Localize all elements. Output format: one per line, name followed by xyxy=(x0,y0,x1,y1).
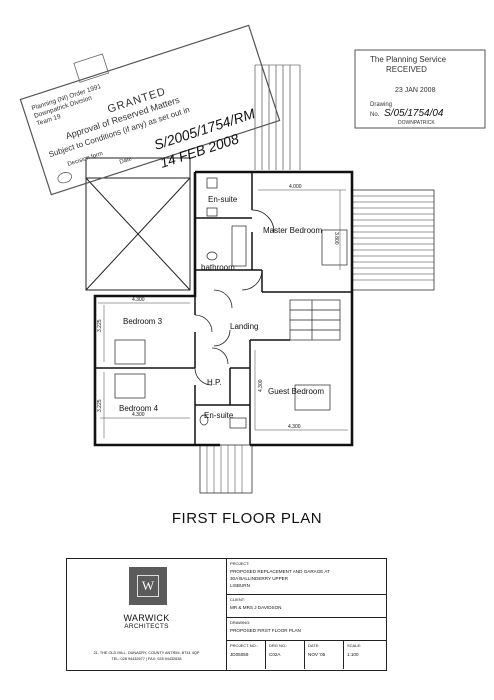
roof-plan xyxy=(85,157,191,291)
roof-ridge-lines xyxy=(254,64,301,170)
drawing-value: PROPOSED FIRST FLOOR PLAN xyxy=(230,628,301,633)
granted-decision-label: Decision form xyxy=(67,151,104,168)
dim-bed3-depth: 3.225 xyxy=(97,319,103,332)
received-date: 23 JAN 2008 xyxy=(395,87,436,94)
granted-date-label: Date xyxy=(119,156,134,166)
dim-bed4-depth: 3.225 xyxy=(97,399,103,412)
dim-master-depth: 3.800 xyxy=(333,232,339,245)
scale-label: SCALE: xyxy=(347,643,362,648)
room-bedroom3: Bedroom 3 xyxy=(123,317,163,326)
scale-value: 1:100 xyxy=(347,652,359,657)
firm-contact: TEL: 028 94432677 | FAX: 028 94432638 xyxy=(111,657,182,661)
room-master-bedroom: Master Bedroom xyxy=(263,226,322,235)
drg-no-cell: DRG NO.: C02A xyxy=(266,641,305,669)
internal-walls xyxy=(95,172,352,445)
title-block: W WARWICK ARCHITECTS 21, THE OLD MILL, D… xyxy=(66,558,387,671)
date-cell: DATE: NOV '05 xyxy=(305,641,344,669)
project-line1: PROPOSED REPLACEMENT AND GARAGE AT xyxy=(230,569,330,574)
granted-stamp: Planning (NI) Order 1991 Downpatrick Div… xyxy=(19,24,281,196)
room-hp: H.P. xyxy=(207,378,222,387)
canopy-bottom xyxy=(199,444,253,494)
received-line1: The Planning Service xyxy=(370,55,447,64)
dimension-lines xyxy=(98,189,348,438)
firm-subtitle: ARCHITECTS xyxy=(124,623,169,630)
project-no-value: JD05059 xyxy=(230,652,249,657)
stair xyxy=(289,299,341,341)
date-label: DATE: xyxy=(308,643,320,648)
room-ensuite-top: En-suite xyxy=(208,195,238,204)
beds xyxy=(114,229,348,411)
door-swings xyxy=(194,209,275,386)
roof-slope-right xyxy=(351,189,435,291)
dim-master-width: 4.000 xyxy=(289,184,302,190)
sanitary-fittings xyxy=(199,177,247,429)
client-label: CLIENT: xyxy=(230,597,245,602)
project-no-label: PROJECT NO.: xyxy=(230,643,258,648)
drg-no-label: DRG NO.: xyxy=(269,643,288,648)
dim-guest-depth: 4.300 xyxy=(258,379,264,392)
firm-logo: W xyxy=(129,567,167,605)
date-value: NOV '05 xyxy=(308,652,326,657)
room-landing: Landing xyxy=(230,322,258,331)
received-line2: RECEIVED xyxy=(386,65,427,74)
project-no-cell: PROJECT NO.: JD05059 xyxy=(227,641,266,669)
project-row: PROJECT: PROPOSED REPLACEMENT AND GARAGE… xyxy=(227,559,387,595)
client-row: CLIENT: MR & MRS J DAVIDSON xyxy=(227,595,387,618)
client-value: MR & MRS J DAVIDSON xyxy=(230,605,282,610)
received-no-label: No. xyxy=(370,112,380,118)
received-stamp: The Planning Service RECEIVED 23 JAN 200… xyxy=(354,49,486,129)
room-guest-bedroom: Guest Bedroom xyxy=(268,387,324,396)
logo-letter: W xyxy=(137,575,159,597)
received-drawing-label: Drawing xyxy=(370,102,392,108)
dim-guest-width: 4.300 xyxy=(288,424,301,430)
firm-panel: W WARWICK ARCHITECTS 21, THE OLD MILL, D… xyxy=(67,559,227,670)
room-bathroom: bathroom xyxy=(201,263,235,272)
scale-cell: SCALE: 1:100 xyxy=(344,641,386,669)
firm-name: WARWICK xyxy=(123,613,170,623)
handwritten-drawing-no: S/05/1754/04 xyxy=(384,108,444,119)
dim-bed3-width: 4.300 xyxy=(132,297,145,303)
drg-no-value: C02A xyxy=(269,652,281,657)
received-office: DOWNPATRICK xyxy=(398,120,435,126)
drawing-label: DRAWING: xyxy=(230,620,251,625)
room-bedroom4: Bedroom 4 xyxy=(119,404,159,413)
meta-row: PROJECT NO.: JD05059 DRG NO.: C02A DATE:… xyxy=(227,641,387,669)
external-walls xyxy=(93,170,354,447)
project-label: PROJECT: xyxy=(230,561,250,566)
project-line2: 30A BALLINDERRY UPPER xyxy=(230,576,289,581)
firm-address: 21, THE OLD MILL, DUNADRY, COUNTY ANTRIM… xyxy=(93,651,200,655)
dim-bed4-width: 4.300 xyxy=(132,412,145,418)
project-line3: LISBURN xyxy=(230,583,250,588)
drawing-row: DRAWING: PROPOSED FIRST FLOOR PLAN xyxy=(227,618,387,641)
room-ensuite-bottom: En-suite xyxy=(204,411,234,420)
plan-title: FIRST FLOOR PLAN xyxy=(171,510,323,527)
